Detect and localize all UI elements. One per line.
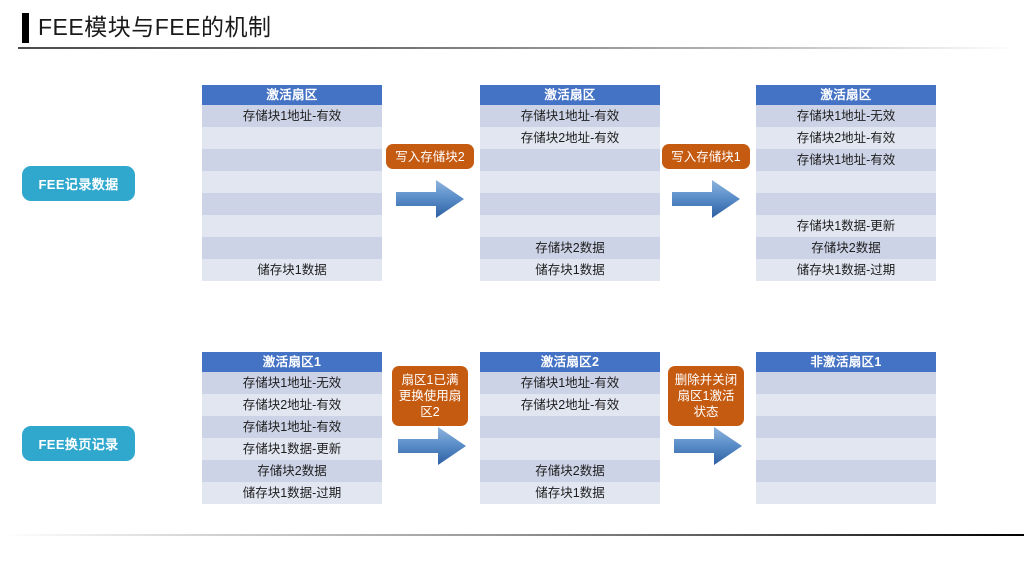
table-row: [202, 127, 382, 149]
title-accent-bar: [22, 13, 29, 43]
table-row: 存储块2数据: [480, 460, 660, 482]
table-row: 存储块1地址-有效: [480, 372, 660, 394]
table-row: 存储块1地址-有效: [480, 105, 660, 127]
sector-table-top-2: 激活扇区 存储块1地址-有效 存储块2地址-有效 存储块2数据 储存块1数据: [480, 85, 660, 281]
sector-table-bottom-2: 激活扇区2 存储块1地址-有效 存储块2地址-有效 存储块2数据 储存块1数据: [480, 352, 660, 504]
table-row: 储存块1数据-过期: [756, 259, 936, 281]
table-row: [756, 460, 936, 482]
table-row: [756, 416, 936, 438]
table-row: 储存块1数据: [480, 482, 660, 504]
table-row: 存储块2数据: [480, 237, 660, 259]
right-arrow-icon: [396, 180, 464, 218]
table-row: [480, 193, 660, 215]
table-row: 存储块2地址-有效: [756, 127, 936, 149]
table-row: 存储块2数据: [756, 237, 936, 259]
sector-table-bottom-3: 非激活扇区1: [756, 352, 936, 504]
table-row: [202, 215, 382, 237]
stage-label-record: FEE记录数据: [22, 166, 135, 201]
page-title: FEE模块与FEE的机制: [38, 14, 272, 40]
table-row: [202, 193, 382, 215]
table-row: 存储块1数据-更新: [756, 215, 936, 237]
stage-label-swap: FEE换页记录: [22, 426, 135, 461]
sector-table-header: 激活扇区1: [202, 352, 382, 372]
slide-header: FEE模块与FEE的机制: [0, 0, 1024, 52]
callout-write-block-1: 写入存储块1: [662, 144, 750, 169]
table-row: 存储块1地址-有效: [202, 105, 382, 127]
bottom-divider: [0, 534, 1024, 536]
table-row: 储存块1数据: [202, 259, 382, 281]
table-row: 存储块2地址-有效: [480, 394, 660, 416]
sector-table-header: 激活扇区: [756, 85, 936, 105]
callout-deactivate-sector1: 删除并关闭扇区1激活状态: [668, 366, 744, 426]
sector-table-header: 非激活扇区1: [756, 352, 936, 372]
sector-table-bottom-1: 激活扇区1 存储块1地址-无效 存储块2地址-有效 存储块1地址-有效 存储块1…: [202, 352, 382, 504]
right-arrow-icon: [672, 180, 740, 218]
table-row: [756, 482, 936, 504]
callout-sector1-full: 扇区1已满更换使用扇区2: [392, 366, 468, 426]
table-row: [756, 394, 936, 416]
table-row: [202, 149, 382, 171]
right-arrow-icon: [398, 427, 466, 465]
table-row: 存储块2地址-有效: [202, 394, 382, 416]
sector-table-header: 激活扇区: [202, 85, 382, 105]
table-row: 存储块1地址-无效: [202, 372, 382, 394]
table-row: 存储块1数据-更新: [202, 438, 382, 460]
table-row: 存储块1地址-有效: [202, 416, 382, 438]
table-row: 储存块1数据-过期: [202, 482, 382, 504]
table-row: [480, 149, 660, 171]
table-row: [480, 416, 660, 438]
callout-write-block-2: 写入存储块2: [386, 144, 474, 169]
table-row: [480, 171, 660, 193]
table-row: [756, 438, 936, 460]
table-row: [202, 171, 382, 193]
sector-table-header: 激活扇区: [480, 85, 660, 105]
table-row: 存储块1地址-无效: [756, 105, 936, 127]
table-row: [756, 372, 936, 394]
table-row: [756, 171, 936, 193]
table-row: [480, 438, 660, 460]
sector-table-top-1: 激活扇区 存储块1地址-有效 储存块1数据: [202, 85, 382, 281]
title-divider: [18, 47, 1018, 49]
sector-table-top-3: 激活扇区 存储块1地址-无效 存储块2地址-有效 存储块1地址-有效 存储块1数…: [756, 85, 936, 281]
table-row: 存储块1地址-有效: [756, 149, 936, 171]
right-arrow-icon: [674, 427, 742, 465]
table-row: [202, 237, 382, 259]
table-row: [480, 215, 660, 237]
table-row: 存储块2数据: [202, 460, 382, 482]
table-row: 储存块1数据: [480, 259, 660, 281]
table-row: [756, 193, 936, 215]
table-row: 存储块2地址-有效: [480, 127, 660, 149]
sector-table-header: 激活扇区2: [480, 352, 660, 372]
